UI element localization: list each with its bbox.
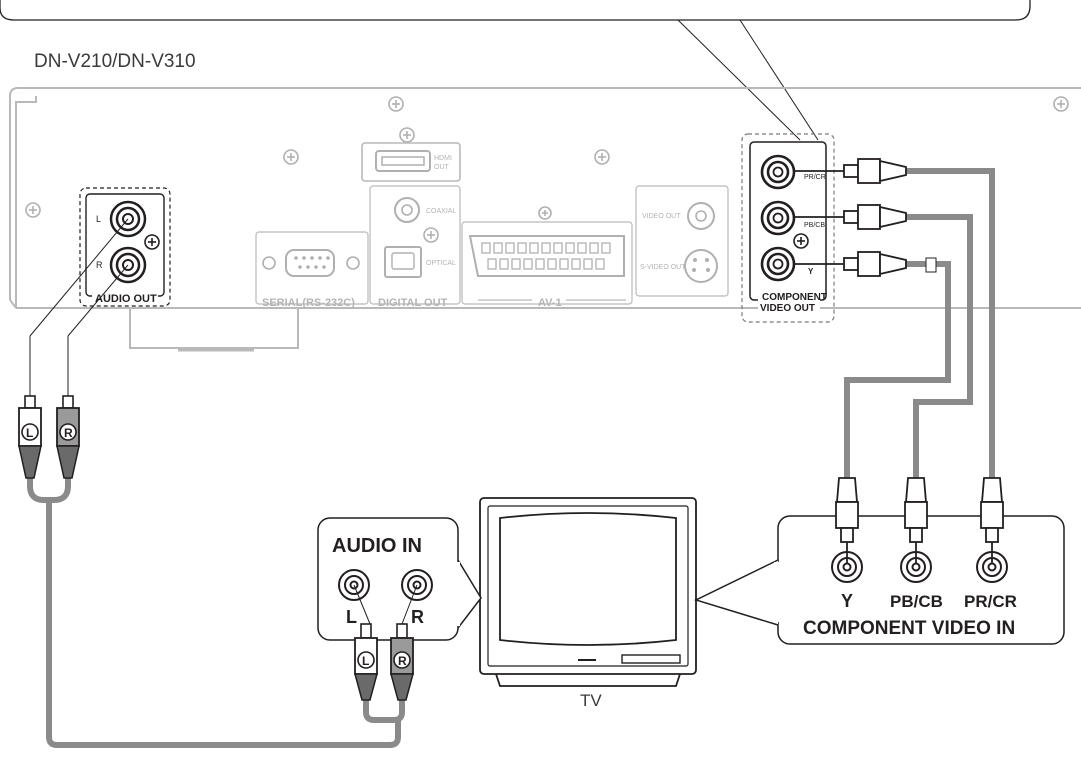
audio-plugs-player-end: L R <box>18 395 80 479</box>
audio-in-l-label: L <box>346 607 357 627</box>
audio-in-r-label: R <box>411 607 424 627</box>
component-out-plugs <box>794 158 937 277</box>
serial-port: SERIAL(RS-232C) <box>255 231 369 309</box>
plug-r-marker: R <box>64 426 73 440</box>
comp-in-pb-label: PB/CB <box>890 592 943 611</box>
tv-label: TV <box>580 691 602 710</box>
comp-in-pr-label: PR/CR <box>964 592 1017 611</box>
top-callout <box>0 0 1031 141</box>
hdmi-out-port: HDMI OUT <box>361 142 461 182</box>
av1-scart-port: AV-1 <box>461 221 633 309</box>
tv-plug-r-marker: R <box>398 654 407 668</box>
tv-audio-in-panel: AUDIO IN L R <box>317 517 482 641</box>
comp-out-y-label: Y <box>808 267 814 276</box>
audio-out-r-label: R <box>96 260 103 270</box>
audio-out-group: L R AUDIO OUT <box>79 187 171 307</box>
audio-out-l-label: L <box>96 214 101 224</box>
component-video-out-group: PR/CR PB/CB Y COMPONENT VIDEO OUT <box>741 133 835 323</box>
audio-out-label: AUDIO OUT <box>95 293 157 305</box>
digital-out-label: DIGITAL OUT <box>378 297 448 309</box>
hdmi-label-line2: OUT <box>434 164 450 171</box>
audio-out-jack-r: R <box>96 246 147 284</box>
hdmi-label-line1: HDMI <box>434 155 452 162</box>
video-out-label: VIDEO OUT <box>642 213 681 220</box>
component-video-out-line2: VIDEO OUT <box>760 303 815 314</box>
audio-cable <box>27 218 405 748</box>
component-in-plugs <box>835 477 1004 564</box>
serial-label: SERIAL(RS-232C) <box>262 297 355 309</box>
comp-out-pb-label: PB/CB <box>804 222 825 229</box>
player-rear-panel <box>9 87 1081 352</box>
model-label: DN-V210/DN-V310 <box>34 51 196 72</box>
comp-out-pr-label: PR/CR <box>804 174 826 181</box>
audio-plugs-tv-end: L R <box>354 623 414 701</box>
plug-l-marker: L <box>26 426 33 440</box>
component-video-out-line1: COMPONENT <box>762 292 827 303</box>
tv-plug-l-marker: L <box>362 654 369 668</box>
component-video-in-title: COMPONENT VIDEO IN <box>803 618 1015 639</box>
audio-in-title: AUDIO IN <box>332 535 422 557</box>
comp-in-y-label: Y <box>841 591 853 611</box>
optical-label: OPTICAL <box>426 260 456 267</box>
svideo-out-label: S-VIDEO OUT <box>640 264 686 271</box>
tv-set: TV <box>479 497 697 710</box>
panel-screws <box>25 96 1069 243</box>
coaxial-label: COAXIAL <box>426 208 456 215</box>
av1-label: AV-1 <box>538 297 562 309</box>
video-out-group: VIDEO OUT S-VIDEO OUT <box>635 185 729 297</box>
digital-out-group: COAXIAL OPTICAL DIGITAL OUT <box>369 185 461 309</box>
tv-component-in-panel: Y PB/CB PR/CR COMPONENT VIDEO IN <box>693 477 1065 645</box>
audio-out-jack-l: L <box>96 200 147 238</box>
